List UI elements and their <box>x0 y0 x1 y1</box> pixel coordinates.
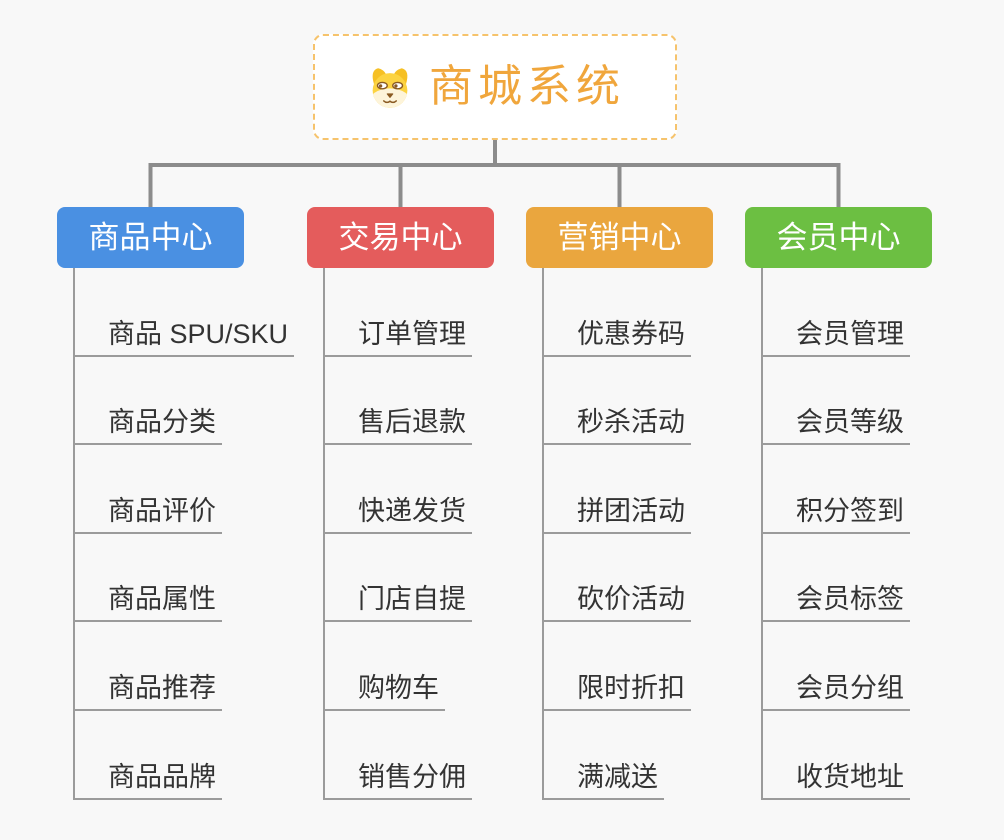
leaf-topic[interactable]: 商品 SPU/SKU <box>75 320 295 357</box>
leaf-row: 订单管理 <box>325 268 472 357</box>
leaf-topic[interactable]: 秒杀活动 <box>544 409 691 446</box>
leaf-row: 商品 SPU/SKU <box>75 268 295 357</box>
leaf-topic[interactable]: 快递发货 <box>325 497 472 534</box>
leaf-row: 会员标签 <box>763 534 910 623</box>
leaf-row: 购物车 <box>325 622 472 711</box>
leaf-row: 优惠券码 <box>544 268 691 357</box>
leaf-topic[interactable]: 门店自提 <box>325 586 472 623</box>
leaf-row: 限时折扣 <box>544 622 691 711</box>
leaf-row: 商品分类 <box>75 357 294 446</box>
leaf-topic[interactable]: 积分签到 <box>763 497 910 534</box>
leaf-row: 满减送 <box>544 711 691 800</box>
branch-3: 会员中心 会员管理 会员等级 积分签到 会员标签 会员分组 收货地址 <box>745 207 932 800</box>
branch-label: 交易中心 <box>338 220 463 255</box>
leaf-topic[interactable]: 砍价活动 <box>544 586 691 623</box>
branch-label: 会员中心 <box>776 220 901 255</box>
dog-face-icon <box>372 68 408 108</box>
branch-children: 会员管理 会员等级 积分签到 会员标签 会员分组 收货地址 <box>761 268 910 800</box>
leaf-row: 商品属性 <box>75 534 294 623</box>
branch-label: 营销中心 <box>557 220 682 255</box>
branch-header[interactable]: 会员中心 <box>745 207 932 268</box>
root-title: 商城系统 <box>429 62 625 111</box>
leaf-topic[interactable]: 售后退款 <box>325 409 472 446</box>
leaf-topic[interactable]: 商品评价 <box>75 497 222 534</box>
leaf-topic[interactable]: 满减送 <box>544 763 664 800</box>
leaf-topic[interactable]: 限时折扣 <box>544 674 691 711</box>
leaf-topic[interactable]: 商品品牌 <box>75 763 222 800</box>
leaf-row: 商品品牌 <box>75 711 294 800</box>
leaf-topic[interactable]: 商品属性 <box>75 586 222 623</box>
leaf-row: 收货地址 <box>763 711 910 800</box>
leaf-row: 快递发货 <box>325 445 472 534</box>
branch-header[interactable]: 交易中心 <box>307 207 494 268</box>
leaf-row: 售后退款 <box>325 357 472 446</box>
leaf-topic[interactable]: 优惠券码 <box>544 320 691 357</box>
leaf-topic[interactable]: 会员等级 <box>763 409 910 446</box>
branch-header[interactable]: 商品中心 <box>57 207 244 268</box>
leaf-row: 会员等级 <box>763 357 910 446</box>
leaf-topic[interactable]: 商品分类 <box>75 409 222 446</box>
branch-0: 商品中心 商品 SPU/SKU 商品分类 商品评价 商品属性 商品推荐 商品品牌 <box>57 207 295 800</box>
branch-label: 商品中心 <box>88 220 213 255</box>
leaf-topic[interactable]: 销售分佣 <box>325 763 472 800</box>
leaf-row: 商品评价 <box>75 445 294 534</box>
leaf-row: 拼团活动 <box>544 445 691 534</box>
leaf-row: 商品推荐 <box>75 622 294 711</box>
leaf-row: 销售分佣 <box>325 711 472 800</box>
root-node[interactable]: 商城系统 <box>313 34 677 140</box>
leaf-topic[interactable]: 拼团活动 <box>544 497 691 534</box>
branch-children: 优惠券码 秒杀活动 拼团活动 砍价活动 限时折扣 满减送 <box>542 268 691 800</box>
branch-2: 营销中心 优惠券码 秒杀活动 拼团活动 砍价活动 限时折扣 满减送 <box>526 207 713 800</box>
branch-children: 订单管理 售后退款 快递发货 门店自提 购物车 销售分佣 <box>323 268 472 800</box>
leaf-row: 积分签到 <box>763 445 910 534</box>
leaf-topic[interactable]: 会员管理 <box>763 320 910 357</box>
leaf-topic[interactable]: 收货地址 <box>763 763 910 800</box>
branch-children: 商品 SPU/SKU 商品分类 商品评价 商品属性 商品推荐 商品品牌 <box>73 268 295 800</box>
leaf-row: 会员分组 <box>763 622 910 711</box>
leaf-topic[interactable]: 会员标签 <box>763 586 910 623</box>
leaf-row: 砍价活动 <box>544 534 691 623</box>
leaf-topic[interactable]: 商品推荐 <box>75 674 222 711</box>
leaf-topic[interactable]: 购物车 <box>325 674 445 711</box>
branch-header[interactable]: 营销中心 <box>526 207 713 268</box>
leaf-row: 秒杀活动 <box>544 357 691 446</box>
branch-1: 交易中心 订单管理 售后退款 快递发货 门店自提 购物车 销售分佣 <box>307 207 494 800</box>
leaf-topic[interactable]: 会员分组 <box>763 674 910 711</box>
leaf-row: 会员管理 <box>763 268 910 357</box>
leaf-row: 门店自提 <box>325 534 472 623</box>
leaf-topic[interactable]: 订单管理 <box>325 320 472 357</box>
